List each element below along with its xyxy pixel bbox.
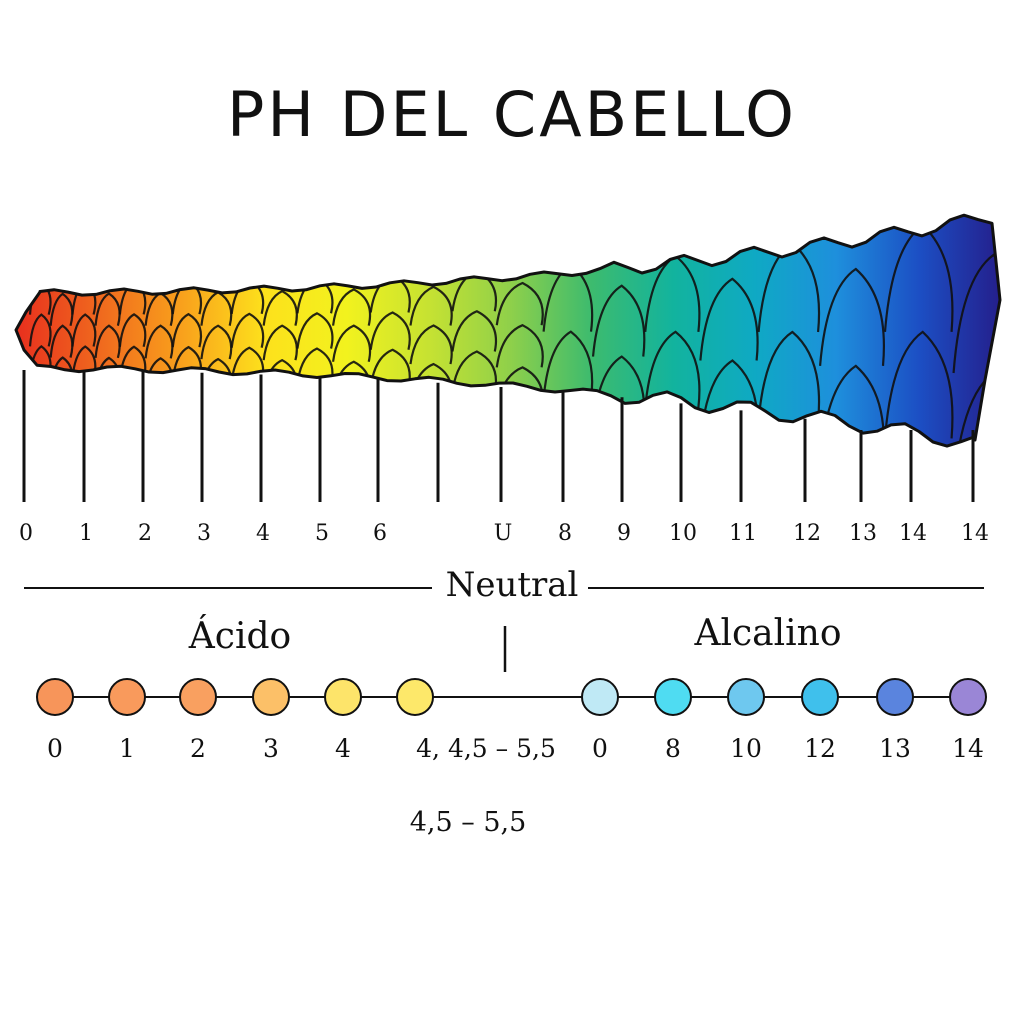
ph-circle-label: 0 [592, 734, 608, 763]
ph-tick-label: 13 [849, 521, 877, 546]
ph-tick-label: 6 [373, 521, 387, 546]
ph-circle-label: 12 [804, 734, 836, 763]
ph-circle [949, 678, 987, 716]
ph-circle-label: 10 [730, 734, 762, 763]
hair-ph-band-fill [16, 215, 1000, 447]
cuticle-scale [542, 330, 594, 399]
ph-tick-label: 12 [793, 521, 821, 546]
ph-circle [727, 678, 765, 716]
alkaline-label: Alcalino [693, 613, 841, 654]
cuticle-scale [369, 348, 411, 388]
cuticle-scale [451, 310, 498, 352]
ph-tick-label: 14 [961, 521, 989, 546]
ph-circles [36, 678, 987, 716]
ph-tick-label: 9 [617, 521, 631, 546]
cuticle-scale [28, 313, 52, 347]
ph-circle [581, 678, 619, 716]
ph-circle-label: 0 [47, 734, 63, 763]
cuticle-scale [71, 345, 97, 379]
ph-circle-label: 14 [952, 734, 984, 763]
cuticle-scale [171, 312, 203, 348]
ph-circle-label: 13 [879, 734, 911, 763]
cuticle-scale [230, 346, 265, 382]
cuticle-scale [451, 350, 498, 392]
ph-tick-label: 10 [669, 521, 697, 546]
hair-range-label: 4,5 – 5,5 [410, 807, 527, 838]
cuticle-scale [952, 253, 1000, 374]
cuticle-scale [71, 313, 97, 347]
cuticle-scale [883, 330, 954, 439]
ph-circle [876, 678, 914, 716]
ph-tick-label: 5 [315, 521, 329, 546]
ph-tick-label: 1 [79, 521, 93, 546]
ph-tick-label: U [494, 521, 513, 546]
ph-tick-label: 2 [138, 521, 152, 546]
ph-circle [179, 678, 217, 716]
ph-circle-label: 3 [263, 734, 279, 763]
cuticle-scale [296, 347, 334, 385]
ph-circle-label: 1 [119, 734, 135, 763]
acid-label: Ácido [188, 615, 291, 657]
cuticle-scale [230, 312, 265, 348]
ph-ticks [22, 370, 975, 502]
cuticle-scale [369, 311, 411, 351]
ph-circle [396, 678, 434, 716]
hair-ph-band-outline [14, 213, 1002, 448]
ph-circle-label: 4 [335, 734, 351, 763]
ph-circle [801, 678, 839, 716]
ph-tick-label: 8 [558, 521, 572, 546]
cuticle-scale [118, 313, 147, 348]
ph-circle [654, 678, 692, 716]
ph-tick-label: 3 [197, 521, 211, 546]
ph-circle-label: 8 [665, 734, 681, 763]
ph-circle-label: 2 [190, 734, 206, 763]
ph-circle [252, 678, 290, 716]
cuticle-scale [757, 330, 821, 421]
cuticle-scale [495, 281, 544, 326]
cuticle-scale [296, 312, 334, 349]
cuticle-scale [591, 284, 646, 357]
cuticle-scale [409, 324, 453, 365]
neutral-label: Neutral [446, 565, 579, 605]
ph-tick-label: 0 [19, 521, 33, 546]
ph-tick-label: 11 [729, 521, 757, 546]
cuticle-scale [495, 323, 544, 368]
ph-circle-label: 4, 4,5 – 5,5 [416, 734, 556, 763]
ph-circle [36, 678, 74, 716]
cuticle-scale [818, 267, 885, 366]
ph-tick-label: 14 [899, 521, 927, 546]
cuticle-scale [644, 330, 701, 408]
page-title: PH DEL CABELLO [227, 78, 797, 151]
ph-tick-label: 4 [256, 521, 270, 546]
cuticle-scale [699, 277, 759, 361]
hair-ph-band [14, 213, 1002, 448]
ph-circle [108, 678, 146, 716]
ph-circle [324, 678, 362, 716]
